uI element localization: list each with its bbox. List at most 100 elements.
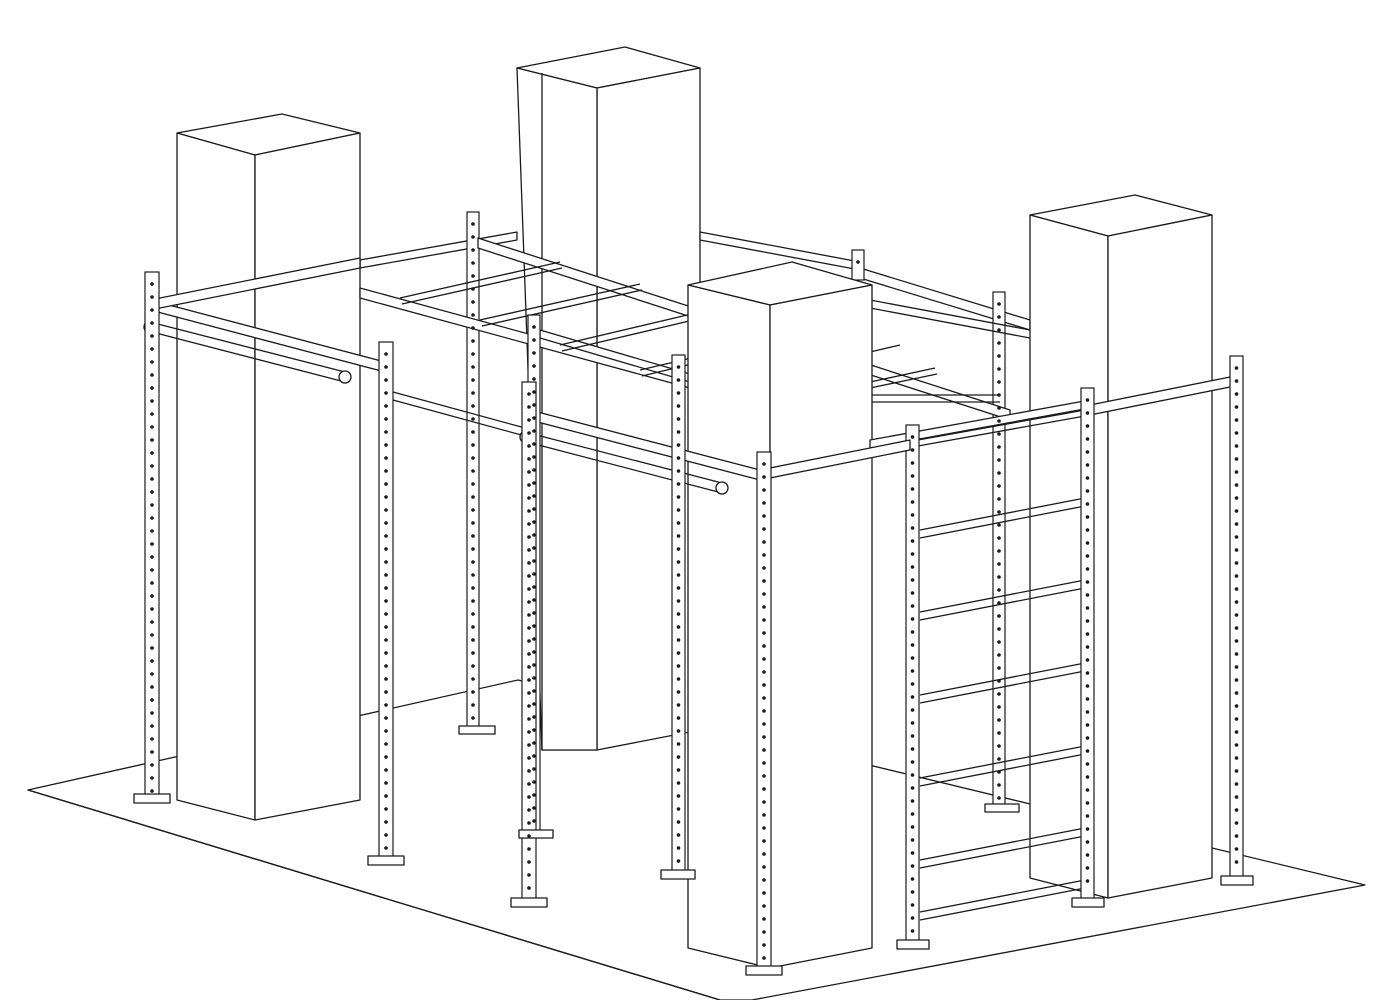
post-hole	[1234, 535, 1239, 539]
post-hole	[384, 690, 388, 694]
post-hole	[527, 782, 531, 786]
post-hole	[527, 470, 531, 474]
post-hole	[532, 364, 536, 368]
post-hole	[384, 560, 388, 564]
post-hole	[762, 657, 766, 661]
post-hole	[1085, 658, 1090, 662]
post-hole	[150, 438, 154, 442]
post-hole	[676, 638, 681, 642]
post-hole	[1234, 860, 1239, 864]
post-hole	[527, 665, 531, 669]
post-hole	[1085, 411, 1090, 415]
post-hole	[676, 443, 681, 447]
post-hole	[997, 627, 1001, 631]
post-hole	[527, 613, 531, 617]
post-hole	[762, 904, 766, 908]
post-hole	[762, 878, 766, 882]
post-hole	[532, 793, 536, 797]
post-hole	[527, 886, 531, 890]
post-hole	[527, 821, 531, 825]
post-hole	[1234, 600, 1239, 604]
post-hole	[676, 547, 681, 551]
post-hole	[1085, 710, 1090, 714]
foot-plate	[510, 897, 548, 908]
post-hole	[1234, 652, 1239, 656]
post-hole	[532, 546, 536, 550]
post-hole	[532, 520, 536, 524]
post-hole	[532, 780, 536, 784]
post-hole	[150, 321, 154, 325]
post-hole	[762, 826, 766, 830]
post-hole	[471, 560, 475, 564]
post-hole	[676, 794, 681, 798]
post-hole	[997, 302, 1001, 306]
post-hole	[910, 760, 915, 764]
post-hole	[762, 852, 766, 856]
post-hole	[676, 469, 681, 473]
post-hole	[527, 548, 531, 552]
post-hole	[471, 677, 475, 681]
post-hole	[1085, 515, 1090, 519]
post-hole	[384, 573, 388, 577]
post-hole	[997, 523, 1001, 527]
post-hole	[676, 430, 681, 434]
post-hole	[150, 763, 154, 767]
post-hole	[910, 643, 915, 647]
post-hole	[527, 769, 531, 773]
post-hole	[762, 930, 766, 934]
post-hole	[856, 260, 860, 264]
post-hole	[1085, 593, 1090, 597]
post-hole	[997, 380, 1001, 384]
post-hole	[150, 698, 154, 702]
post-hole	[997, 367, 1001, 371]
post-hole	[1085, 645, 1090, 649]
post-hole	[910, 578, 915, 582]
post-hole	[676, 859, 681, 863]
post-hole	[532, 741, 536, 745]
post-hole	[527, 743, 531, 747]
post-hole	[150, 425, 154, 429]
post-hole	[1234, 418, 1239, 422]
post-hole	[1085, 762, 1090, 766]
post-hole	[997, 614, 1001, 618]
post-hole	[1234, 795, 1239, 799]
post-hole	[997, 653, 1001, 657]
post-hole	[762, 839, 766, 843]
post-hole	[676, 716, 681, 720]
post-hole	[676, 846, 681, 850]
post-hole	[1234, 743, 1239, 747]
post-hole	[150, 659, 154, 663]
post-hole	[532, 767, 536, 771]
post-hole	[150, 555, 154, 559]
post-hole	[910, 487, 915, 491]
post-hole	[384, 547, 388, 551]
post-hole	[997, 588, 1001, 592]
post-hole	[527, 392, 531, 396]
post-hole	[1085, 684, 1090, 688]
post-hole	[676, 456, 681, 460]
post-hole	[527, 587, 531, 591]
post-hole	[762, 735, 766, 739]
post-hole	[527, 418, 531, 422]
post-hole	[997, 718, 1001, 722]
post-hole	[1234, 769, 1239, 773]
post-hole	[997, 679, 1001, 683]
post-hole	[527, 405, 531, 409]
post-hole	[527, 600, 531, 604]
post-hole	[997, 692, 1001, 696]
post-hole	[527, 873, 531, 877]
post-hole	[384, 586, 388, 590]
post-hole	[762, 488, 766, 492]
post-hole	[1085, 502, 1090, 506]
post-hole	[471, 300, 475, 304]
post-hole	[910, 513, 915, 517]
post-hole	[997, 445, 1001, 449]
post-hole	[1085, 554, 1090, 558]
post-hole	[676, 417, 681, 421]
post-hole	[384, 365, 388, 369]
post-hole	[1234, 444, 1239, 448]
post-hole	[150, 711, 154, 715]
post-hole	[532, 637, 536, 641]
post-hole	[997, 705, 1001, 709]
post-hole	[910, 656, 915, 660]
